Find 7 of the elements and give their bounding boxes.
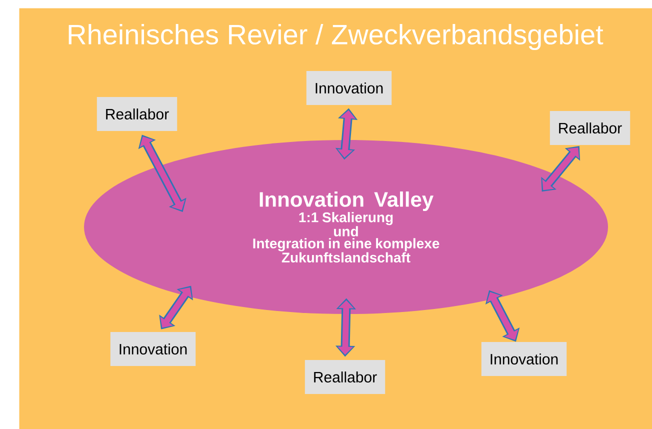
label-box: Innovation — [481, 342, 567, 376]
label-box: Reallabor — [550, 111, 630, 145]
label-box: Reallabor — [96, 97, 178, 131]
heading: Rheinisches Revier / Zweckverbandsgebiet — [68, 24, 604, 50]
label-box: Reallabor — [304, 360, 386, 394]
label-box: Innovation — [110, 332, 196, 366]
label-box: Innovation — [306, 71, 392, 105]
